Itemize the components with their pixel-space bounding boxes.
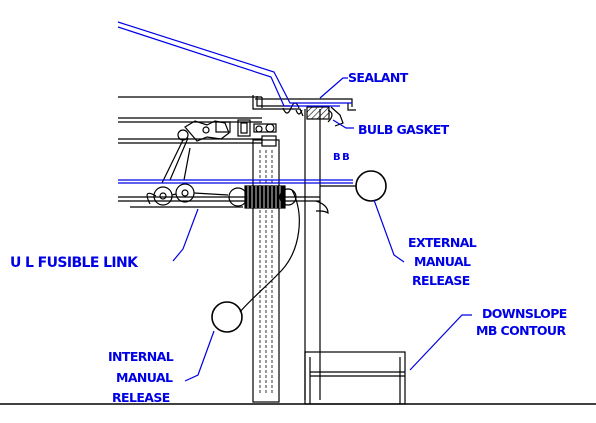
sealant-label: SEALANT (348, 70, 409, 85)
downslope-label-line-2: MB CONTOUR (476, 323, 566, 338)
internal-release-label-line-1: INTERNAL (108, 349, 174, 364)
external-release-label-line-1: EXTERNAL (408, 235, 477, 250)
bulb-gasket-label: BULB GASKET (358, 122, 450, 137)
sealant-leader (319, 77, 348, 99)
mechanism-linework (0, 95, 596, 405)
internal-release-leader (184, 330, 215, 382)
internal-release-label-line-2: MANUAL (116, 370, 173, 385)
fusible-link-label: U L FUSIBLE LINK (10, 255, 139, 271)
external-release-leader (373, 199, 405, 263)
fusible-link-leader (172, 208, 199, 262)
gasket-leader (332, 119, 354, 129)
downslope-label-line-1: DOWNSLOPE (482, 306, 567, 321)
downslope-leader (409, 314, 472, 371)
internal-release-label-line-3: RELEASE (112, 390, 170, 405)
annotation-labels: SEALANT BULB GASKET B B U L FUSIBLE LINK… (10, 70, 567, 405)
annotation-linework (117, 21, 472, 382)
external-release-label-line-2: MANUAL (414, 254, 471, 269)
bb-label: B B (333, 152, 349, 163)
external-release-label-line-3: RELEASE (412, 273, 470, 288)
